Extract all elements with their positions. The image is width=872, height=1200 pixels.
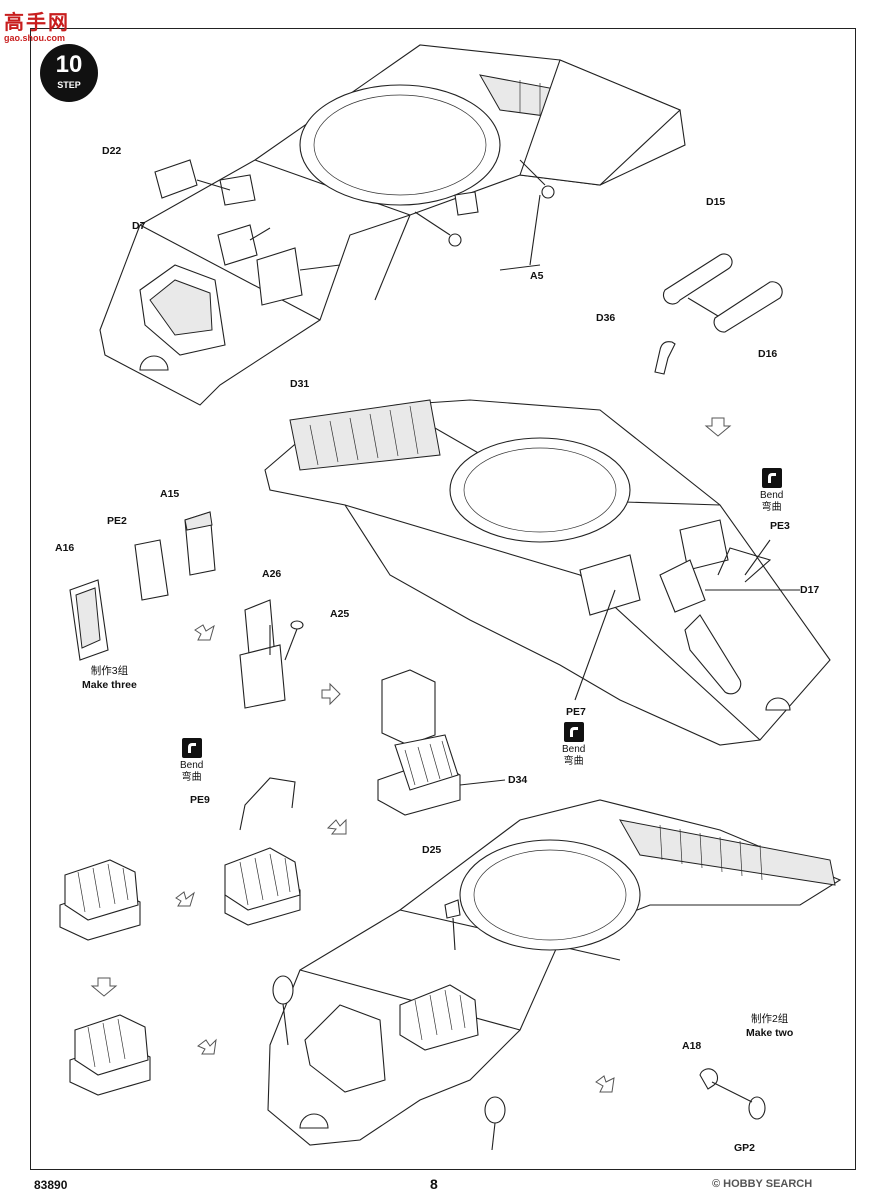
- mirror-right: [484, 1096, 506, 1124]
- label-a18: A18: [682, 1040, 702, 1052]
- hobby-search-watermark: © HOBBY SEARCH: [712, 1178, 813, 1190]
- watermark: 高手网 gao.shou.com: [4, 6, 70, 43]
- bend-label-en: Bend: [760, 490, 784, 501]
- watermark-logo: 高手网: [4, 12, 70, 34]
- step-badge: 10 STEP: [40, 44, 98, 102]
- label-pe9: PE9: [190, 794, 210, 806]
- part-d17-box: [659, 559, 706, 613]
- label-a5: A5: [530, 270, 544, 282]
- bend-note-pe3: Bend 弯曲: [760, 468, 783, 514]
- label-a25: A25: [330, 608, 350, 620]
- part-d31: [256, 247, 303, 306]
- jerrycan-a: [239, 644, 286, 709]
- label-a26: A26: [262, 568, 282, 580]
- hull-top: [99, 44, 686, 406]
- flow-arrow-5: [175, 891, 195, 907]
- flow-arrow-7: [197, 1038, 217, 1055]
- jerrycan-parts: [69, 511, 304, 709]
- label-pe7: PE7: [566, 706, 586, 718]
- bend-note-pe9: Bend 弯曲: [180, 738, 203, 784]
- part-d7: [217, 224, 258, 266]
- note-make-three-cn: 制作3组: [90, 665, 129, 677]
- label-d7: D7: [132, 220, 146, 232]
- step-label: STEP: [57, 80, 81, 90]
- bend-icon: [181, 738, 202, 758]
- part-d25: [444, 899, 461, 919]
- flow-arrow: [704, 417, 732, 437]
- page-frame: [30, 28, 856, 1170]
- flow-arrow-3: [321, 682, 341, 706]
- note-make-two: 制作2组 Make two: [746, 1012, 793, 1040]
- label-d34: D34: [508, 774, 528, 786]
- bend-note-pe7: Bend 弯曲: [562, 722, 585, 768]
- bend-label-en: Bend: [562, 744, 586, 755]
- product-code: 83890: [34, 1178, 68, 1192]
- part-d17-tube: [684, 614, 742, 695]
- bend-icon: [563, 722, 584, 742]
- hull-bottom: [267, 799, 842, 1146]
- bend-icon: [761, 468, 782, 488]
- flow-arrow-4: [326, 818, 347, 835]
- label-d17: D17: [800, 584, 820, 596]
- bend-label-cn: 弯曲: [181, 772, 202, 783]
- rack-assembled-1: [224, 847, 301, 926]
- label-pe2: PE2: [107, 515, 127, 527]
- label-d16: D16: [758, 348, 778, 360]
- note-make-two-cn: 制作2组: [750, 1013, 789, 1025]
- label-a15: A15: [160, 488, 180, 500]
- rack-d34: [377, 669, 506, 816]
- label-d22: D22: [102, 145, 122, 157]
- mirror-left: [272, 975, 294, 1005]
- flow-arrow-8: [595, 1075, 615, 1093]
- part-gp2: [748, 1096, 766, 1120]
- rack-installed: [399, 984, 479, 1051]
- label-d15: D15: [706, 196, 726, 208]
- part-a18: [699, 1068, 719, 1090]
- rack-assembled-2: [59, 859, 141, 941]
- note-make-three-en: Make three: [82, 679, 137, 691]
- flow-arrow-2: [194, 624, 215, 641]
- note-make-two-en: Make two: [746, 1027, 794, 1039]
- part-pe3: [717, 547, 772, 583]
- watermark-url: gao.shou.com: [4, 33, 66, 43]
- exhaust-parts: [654, 253, 783, 375]
- part-pe9: [239, 777, 296, 831]
- label-d36: D36: [596, 312, 616, 324]
- part-d22: [154, 159, 198, 199]
- page-number: 8: [430, 1176, 438, 1192]
- bend-label-cn: 弯曲: [563, 756, 584, 767]
- label-d25: D25: [422, 844, 442, 856]
- flow-arrow-6: [90, 977, 118, 997]
- label-gp2: GP2: [734, 1142, 756, 1154]
- rack-assembled-3: [69, 1014, 151, 1096]
- hull-middle: [264, 399, 831, 746]
- bend-label-cn: 弯曲: [761, 502, 782, 513]
- bend-label-en: Bend: [180, 760, 204, 771]
- label-pe3: PE3: [770, 520, 790, 532]
- step-number: 10: [55, 51, 83, 78]
- label-d31: D31: [290, 378, 310, 390]
- label-a16: A16: [55, 542, 75, 554]
- note-make-three: 制作3组 Make three: [82, 664, 137, 692]
